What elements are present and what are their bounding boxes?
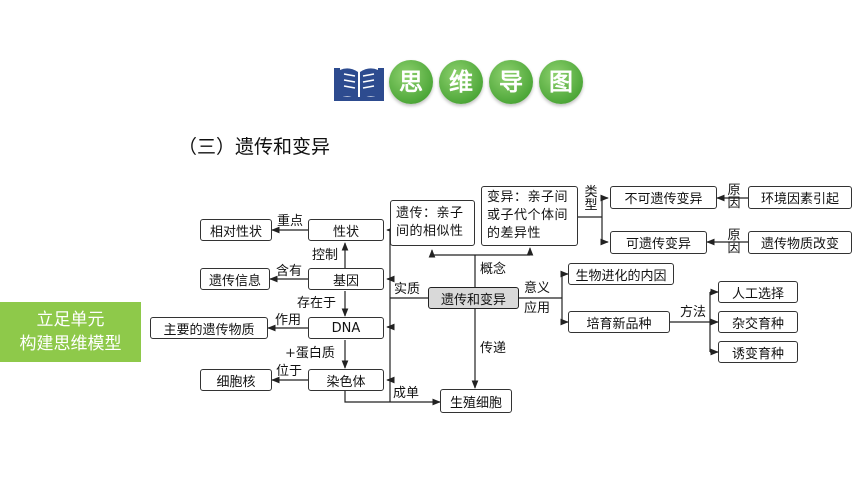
label-essence: 实质 [394,282,421,297]
mutation-breeding-node: 诱变育种 [718,341,798,363]
label-cause-1: 原因 [727,183,741,211]
nucleus-node: 细胞核 [200,369,272,391]
label-contain: 含有 [276,264,303,279]
center-node: 遗传和变异 [428,287,519,309]
label-transmit: 传递 [480,341,507,356]
environment-factor-node: 环境因素引起 [748,186,852,209]
label-type: 类型 [584,185,598,213]
dna-node: DNA [308,317,384,339]
evolution-cause-node: 生物进化的内因 [568,263,674,285]
label-exist-in: 存在于 [297,296,337,311]
title-char-3: 导 [489,60,533,104]
non-heritable-variation-node: 不可遗传变异 [610,186,717,209]
title-char-1: 思 [389,60,433,104]
book-icon [334,68,384,101]
variation-node: 变异：亲子间或子代个体间的差异性 [481,186,578,246]
relative-trait-node: 相对性状 [200,219,272,241]
banner-line-2: 构建思维模型 [19,334,122,354]
breeding-node: 培育新品种 [568,311,670,333]
germ-cell-node: 生殖细胞 [440,389,512,413]
hybrid-breeding-node: 杂交育种 [718,311,798,333]
unit-banner: 立足单元 构建思维模型 [0,302,141,362]
label-significance: 意义 [524,281,551,296]
gene-node: 基因 [308,268,384,290]
label-plus-protein: +蛋白质 [285,346,335,361]
label-key-point: 重点 [277,214,304,229]
label-concept: 概念 [480,262,507,277]
material-change-node: 遗传物质改变 [748,231,852,254]
heritable-variation-node: 可遗传变异 [610,231,707,254]
genetic-info-node: 遗传信息 [200,268,270,290]
label-application: 应用 [524,301,551,316]
label-method: 方法 [680,305,707,320]
label-cause-2: 原因 [727,228,741,256]
artificial-selection-node: 人工选择 [718,281,798,303]
trait-node: 性状 [308,219,384,241]
heredity-node: 遗传：亲子间的相似性 [390,200,475,246]
title-char-4: 图 [539,60,583,104]
main-genetic-material-node: 主要的遗传物质 [150,317,268,339]
title-char-2: 维 [439,60,483,104]
label-control: 控制 [312,248,339,263]
label-pair: 成单 [393,386,420,401]
label-located-in: 位于 [276,364,303,379]
section-subtitle: （三）遗传和变异 [178,136,331,158]
chromosome-node: 染色体 [308,369,384,391]
label-function: 作用 [275,313,302,328]
banner-line-1: 立足单元 [36,310,105,330]
